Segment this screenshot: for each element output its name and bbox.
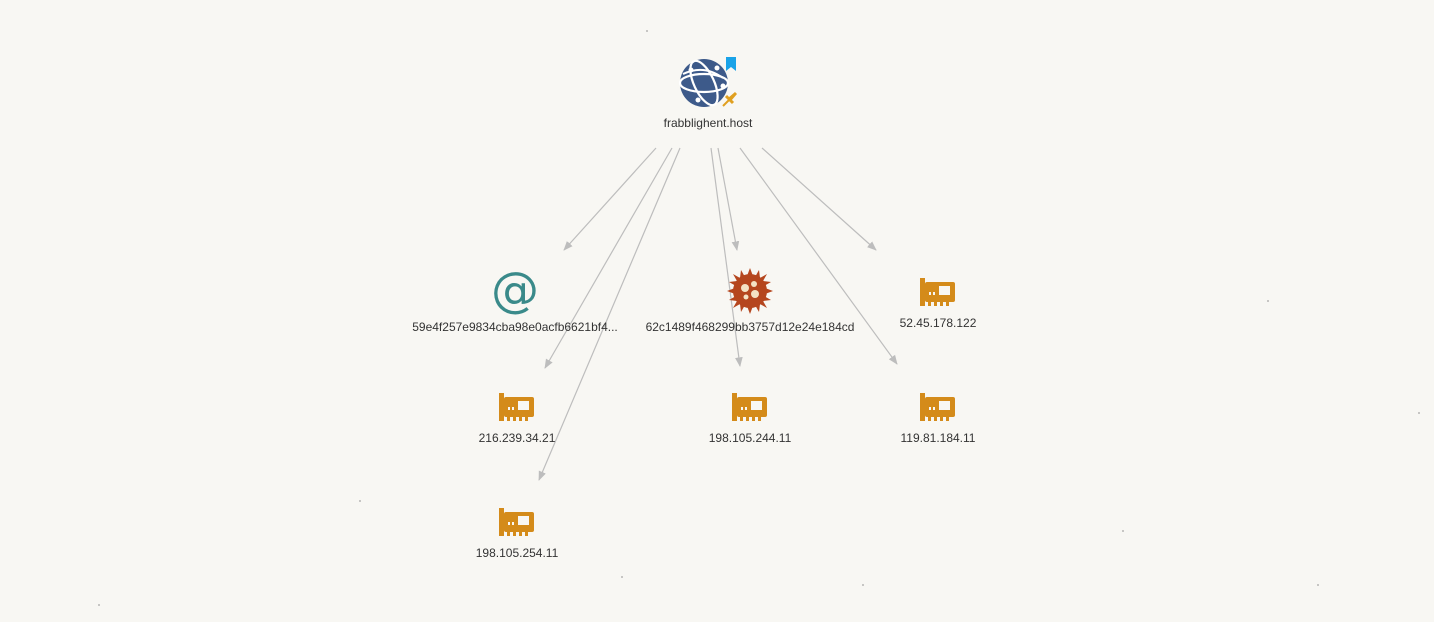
- malware-icon: [727, 268, 773, 314]
- edge-to-ip-198-254: [538, 147, 681, 481]
- background-speck: [1317, 584, 1319, 586]
- node-label: 52.45.178.122: [899, 316, 977, 330]
- background-speck: [862, 584, 864, 586]
- edge-to-ip-216: [544, 147, 673, 369]
- node-label: 198.105.254.11: [475, 546, 559, 560]
- node-label: 119.81.184.11: [900, 431, 976, 445]
- background-speck: [1267, 300, 1269, 302]
- node-malware-hash[interactable]: 62c1489f468299bb3757d12e24e184cd: [640, 266, 860, 334]
- node-ip-198-105-254-11[interactable]: 198.105.254.11: [457, 502, 577, 560]
- edge-to-ip-119: [739, 147, 898, 365]
- edge-to-email: [563, 147, 657, 251]
- node-label: 198.105.244.11: [708, 431, 792, 445]
- network-card-icon: [499, 393, 534, 421]
- background-speck: [646, 30, 648, 32]
- node-label: frabblighent.host: [663, 116, 753, 130]
- node-label: 62c1489f468299bb3757d12e24e184cd: [645, 320, 855, 334]
- network-card-icon: [920, 393, 955, 421]
- globe-icon: [678, 57, 737, 107]
- node-ip-119-81-184-11[interactable]: 119.81.184.11: [878, 387, 998, 445]
- bookmark-icon: [726, 57, 736, 71]
- background-speck: [98, 604, 100, 606]
- node-label: 59e4f257e9834cba98e0acfb6621bf4...: [412, 320, 618, 334]
- node-ip-198-105-244-11[interactable]: 198.105.244.11: [690, 387, 810, 445]
- node-ip-52-45-178-122[interactable]: 52.45.178.122: [878, 272, 998, 330]
- background-speck: [1122, 530, 1124, 532]
- node-ip-216-239-34-21[interactable]: 216.239.34.21: [457, 387, 577, 445]
- network-card-icon: [499, 508, 534, 536]
- edge-to-ip-52: [761, 147, 877, 251]
- background-speck: [621, 576, 623, 578]
- at-sign-icon: @: [491, 264, 539, 316]
- edge-to-hash: [717, 147, 740, 251]
- network-card-icon: [920, 278, 955, 306]
- network-card-icon: [732, 393, 767, 421]
- svg-text:@: @: [491, 264, 539, 316]
- pin-icon: [722, 92, 737, 107]
- background-speck: [359, 500, 361, 502]
- node-root-domain[interactable]: frabblighent.host: [645, 56, 771, 130]
- edge-to-ip-198-244: [710, 147, 743, 367]
- node-email[interactable]: @ 59e4f257e9834cba98e0acfb6621bf4...: [405, 264, 625, 334]
- node-label: 216.239.34.21: [478, 431, 556, 445]
- background-speck: [1418, 412, 1420, 414]
